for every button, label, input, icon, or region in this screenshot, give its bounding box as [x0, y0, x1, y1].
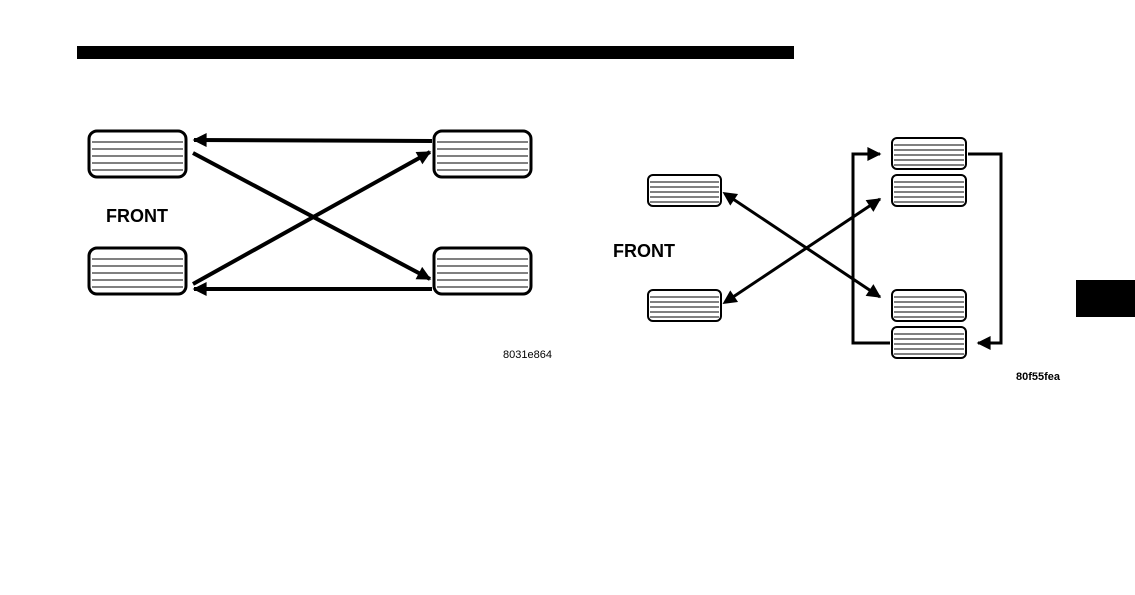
tire-rear-right — [434, 248, 531, 294]
tire-rear-right-inner — [892, 290, 966, 321]
tire-rear-left-inner — [892, 175, 966, 206]
arrow-rear-left-to-front-left — [194, 140, 432, 141]
tire-front-right — [648, 290, 721, 321]
figure-id: 80f55fea — [1016, 371, 1061, 383]
dual-rear-wheel-rotation-diagram: FRONT 80f55fea — [613, 138, 1061, 383]
figure-id: 8031e864 — [503, 349, 552, 361]
arrow-rear-right-outer-to-rear-left-outer — [853, 154, 890, 343]
front-label: FRONT — [106, 206, 168, 226]
front-label: FRONT — [613, 241, 675, 261]
tire-front-left — [89, 131, 186, 177]
tire-front-right — [89, 248, 186, 294]
tire-rear-right-outer — [892, 327, 966, 358]
four-wheel-rotation-diagram: FRONT 8031e864 — [89, 131, 552, 361]
tire-rear-left-outer — [892, 138, 966, 169]
tire-front-left — [648, 175, 721, 206]
arrow-rear-left-outer-to-rear-right-outer — [968, 154, 1001, 343]
tire-rear-left — [434, 131, 531, 177]
